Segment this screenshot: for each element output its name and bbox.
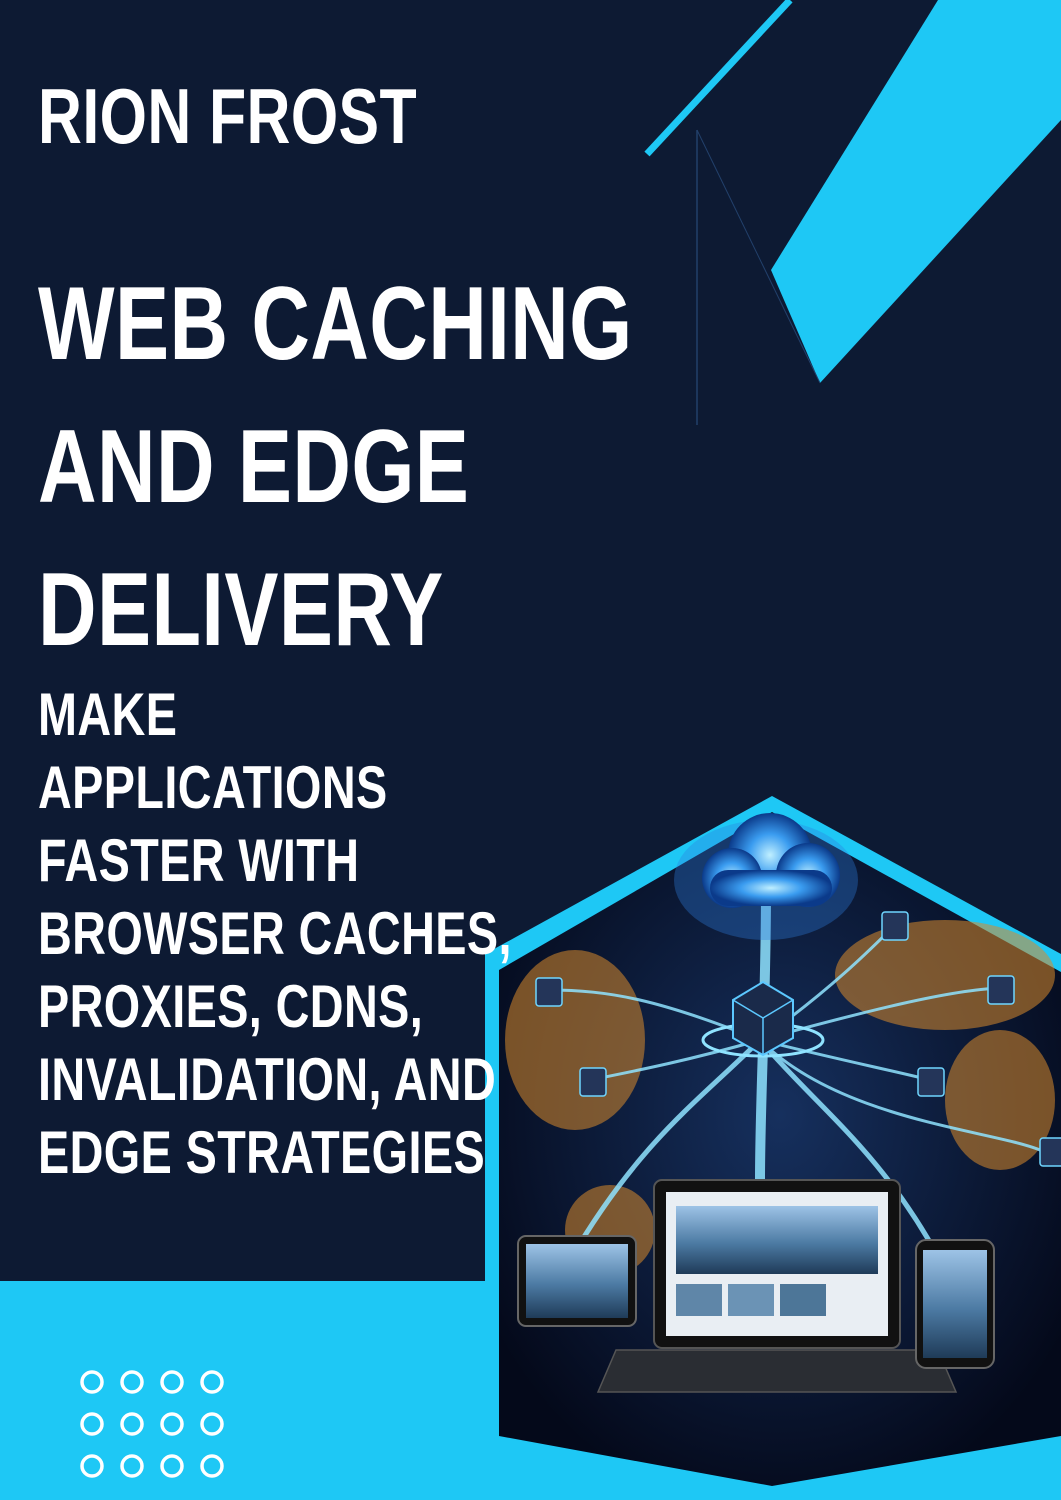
laptop-icon bbox=[596, 1179, 958, 1393]
subtitle-line: FASTER WITH bbox=[38, 827, 360, 894]
title-line: AND EDGE bbox=[38, 409, 470, 525]
phone-icon bbox=[915, 1239, 995, 1369]
book-title: WEB CACHING AND EDGE DELIVERY bbox=[38, 253, 633, 682]
subtitle-line: INVALIDATION, AND bbox=[38, 1046, 497, 1113]
book-subtitle: MAKE APPLICATIONS FASTER WITH BROWSER CA… bbox=[38, 678, 512, 1189]
server-cube-icon bbox=[701, 980, 825, 1058]
tablet-icon bbox=[517, 1235, 637, 1327]
decor-dot bbox=[200, 1370, 224, 1394]
subtitle-line: APPLICATIONS bbox=[38, 754, 388, 821]
decor-dot bbox=[120, 1412, 144, 1436]
edge-node-icons bbox=[535, 911, 1061, 1167]
decor-dot bbox=[80, 1454, 104, 1478]
decor-dot bbox=[120, 1454, 144, 1478]
decor-dot bbox=[200, 1454, 224, 1478]
subtitle-line: EDGE STRATEGIES bbox=[38, 1119, 486, 1186]
decor-dot bbox=[160, 1370, 184, 1394]
subtitle-line: PROXIES, CDNS, bbox=[38, 973, 424, 1040]
subtitle-line: MAKE bbox=[38, 681, 178, 748]
decor-dot bbox=[80, 1412, 104, 1436]
subtitle-line: BROWSER CACHES, bbox=[38, 900, 512, 967]
accent-stripes bbox=[644, 0, 1061, 425]
decor-dot bbox=[160, 1412, 184, 1436]
author-name: RION FROST bbox=[38, 72, 418, 160]
decor-dot bbox=[200, 1412, 224, 1436]
cloud-icon bbox=[674, 813, 858, 940]
title-line: WEB CACHING bbox=[38, 266, 633, 382]
decor-dot bbox=[80, 1370, 104, 1394]
dot-pattern bbox=[80, 1370, 224, 1478]
decor-dot bbox=[160, 1454, 184, 1478]
network-illustration bbox=[485, 796, 1061, 1500]
decor-dot bbox=[120, 1370, 144, 1394]
title-line: DELIVERY bbox=[38, 552, 444, 668]
